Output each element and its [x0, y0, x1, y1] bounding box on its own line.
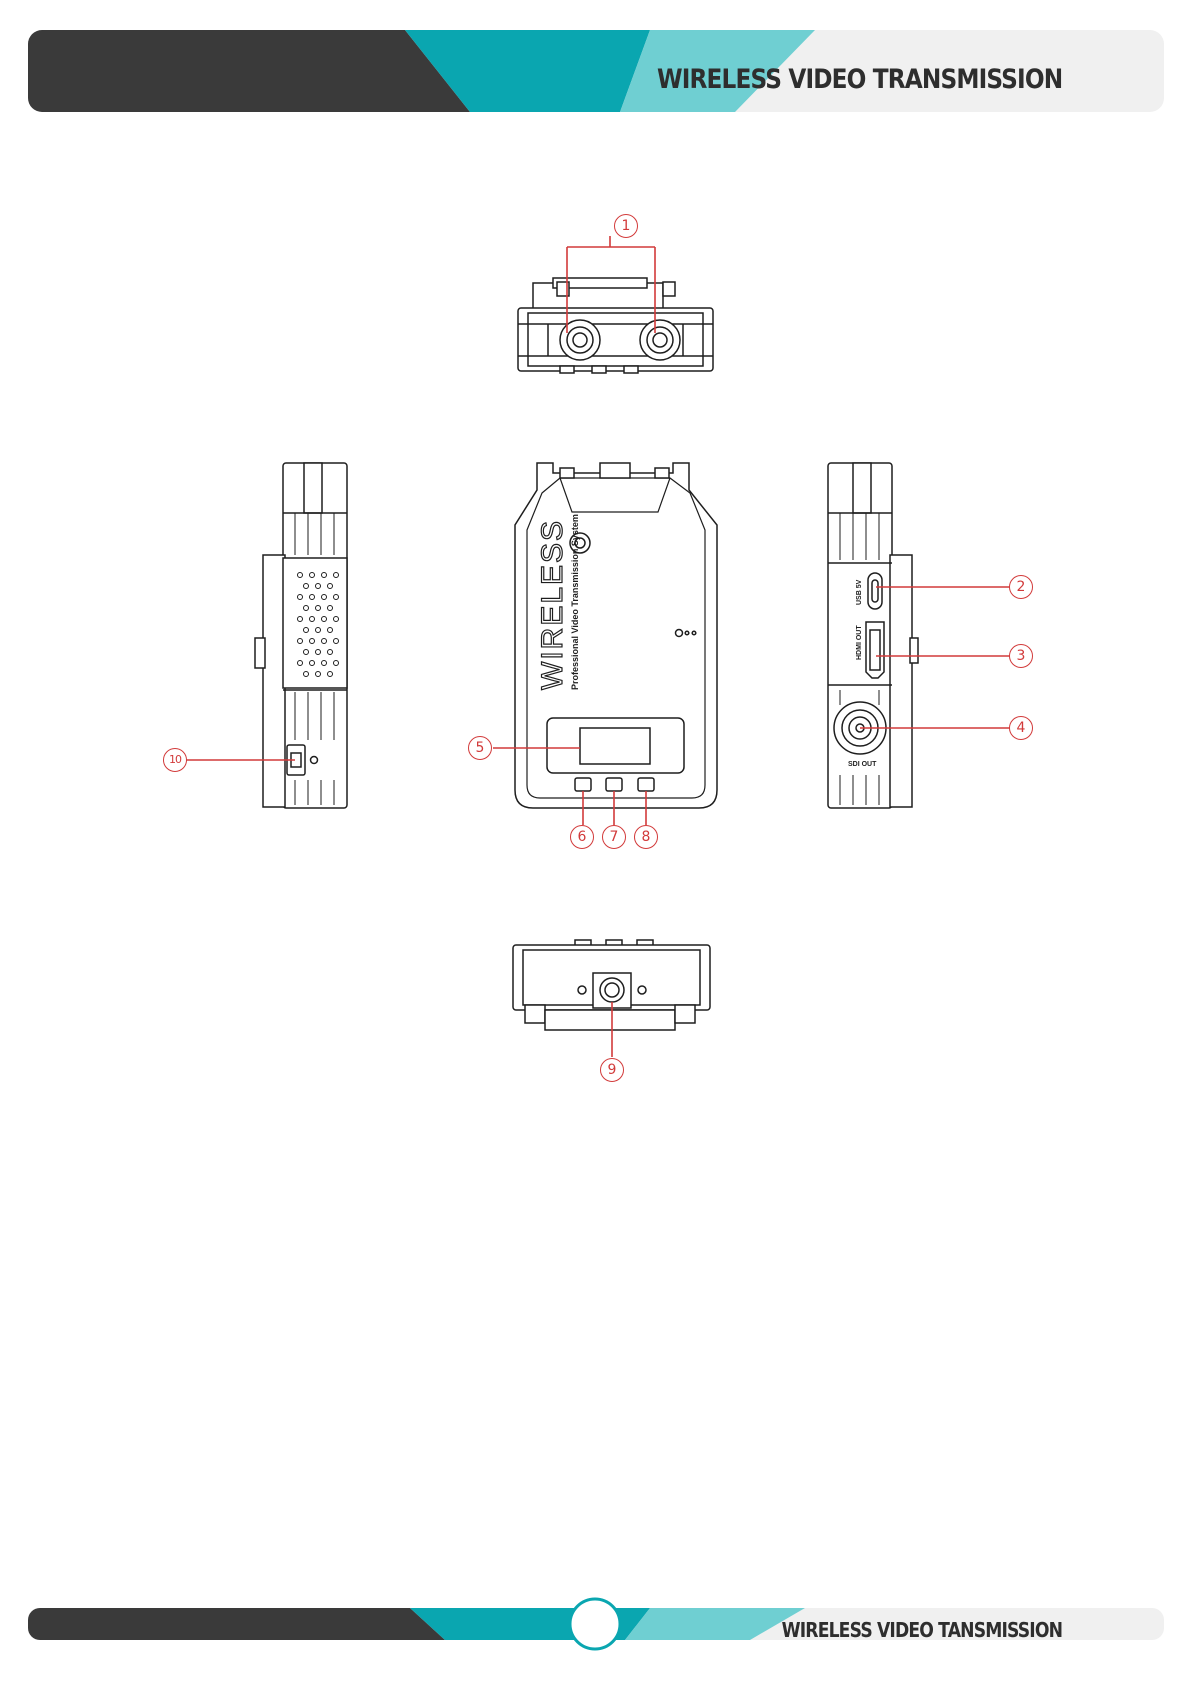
- right-side-view: [828, 463, 918, 808]
- callout-4: 4: [1009, 716, 1033, 740]
- callout-2: 2: [1009, 575, 1033, 599]
- device-tagline: Professional Video Transmission System: [570, 514, 580, 690]
- top-view: [518, 278, 713, 373]
- callout-6: 6: [570, 825, 594, 849]
- callout-1: 1: [614, 214, 638, 238]
- left-side-view: [255, 463, 347, 808]
- port-label-hdmi: HDMI OUT: [856, 625, 863, 660]
- callout-9: 9: [600, 1058, 624, 1082]
- callout-3: 3: [1009, 644, 1033, 668]
- device-brand: WIRELESS: [536, 519, 569, 690]
- port-label-sdi: SDI OUT: [848, 761, 877, 768]
- port-label-usb: USB 5V: [856, 579, 863, 605]
- callout-10: 10: [163, 748, 187, 772]
- callout-7: 7: [602, 825, 626, 849]
- callout-5: 5: [468, 736, 492, 760]
- callout-8: 8: [634, 825, 658, 849]
